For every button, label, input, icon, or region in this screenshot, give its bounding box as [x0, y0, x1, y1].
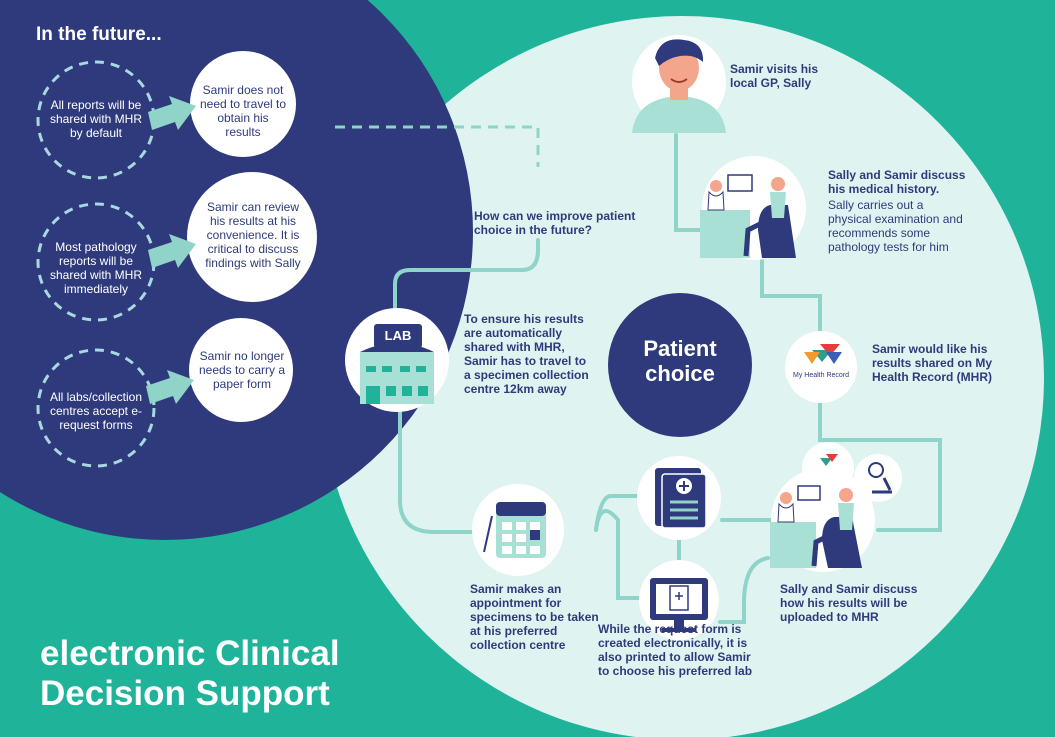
- mhr-logo-text: My Health Record: [792, 372, 850, 379]
- calendar-icon: [472, 484, 564, 576]
- condition-text-3: All labs/collection centres accept e-req…: [49, 390, 143, 432]
- condition-text-2: Most pathology reports will be shared wi…: [49, 240, 143, 296]
- step-travel-to-centre: To ensure his results are automatically …: [464, 312, 589, 396]
- step-mhr-preference: Samir would like his results shared on M…: [872, 342, 993, 384]
- consultation-icon: [700, 156, 806, 260]
- request-form-document-icon: [637, 456, 721, 540]
- my-health-record-logo-icon: [785, 331, 857, 403]
- footer-title-line-1: electronic Clinical: [40, 634, 340, 673]
- step-request-form: While the request form is created electr…: [598, 622, 753, 678]
- arrow-icons: [146, 96, 196, 404]
- step-medical-history: Sally and Samir discuss his medical hist…: [828, 168, 966, 196]
- patient-choice-circle: [608, 293, 752, 437]
- dashed-connector: [335, 125, 540, 167]
- outcome-text-2: Samir can review his results at his conv…: [205, 200, 301, 270]
- condition-text-1: All reports will be shared with MHR by d…: [49, 98, 143, 140]
- mhr-upload-discussion-icon: [770, 442, 902, 572]
- outcome-text-1: Samir does not need to travel to obtain …: [199, 83, 287, 139]
- outcome-text-3: Samir no longer needs to carry a paper f…: [198, 349, 286, 391]
- step-examination: Sally carries out a physical examination…: [828, 198, 963, 254]
- patient-choice-title: Patient choice: [643, 336, 717, 386]
- step-gp-visit: Samir visits his local GP, Sally: [730, 62, 819, 90]
- computer-monitor-icon: [639, 560, 719, 640]
- lab-sign-text: LAB: [384, 328, 412, 343]
- step-appointment: Samir makes an appointment for specimens…: [470, 582, 599, 652]
- condition-circle-3: [36, 348, 156, 468]
- journey-path: [393, 133, 942, 624]
- samir-avatar-icon: [632, 35, 726, 133]
- outcome-circle-1: [190, 51, 296, 157]
- future-heading: In the future...: [36, 24, 162, 45]
- footer-title-line-2: Decision Support: [40, 674, 330, 713]
- question-text: How can we improve patient choice in the…: [474, 209, 636, 237]
- lab-building-icon: [345, 308, 449, 412]
- step-mhr-upload-discussion: Sally and Samir discuss how his results …: [780, 582, 918, 624]
- outcome-circle-2: [187, 172, 317, 302]
- outcome-circle-3: [189, 318, 293, 422]
